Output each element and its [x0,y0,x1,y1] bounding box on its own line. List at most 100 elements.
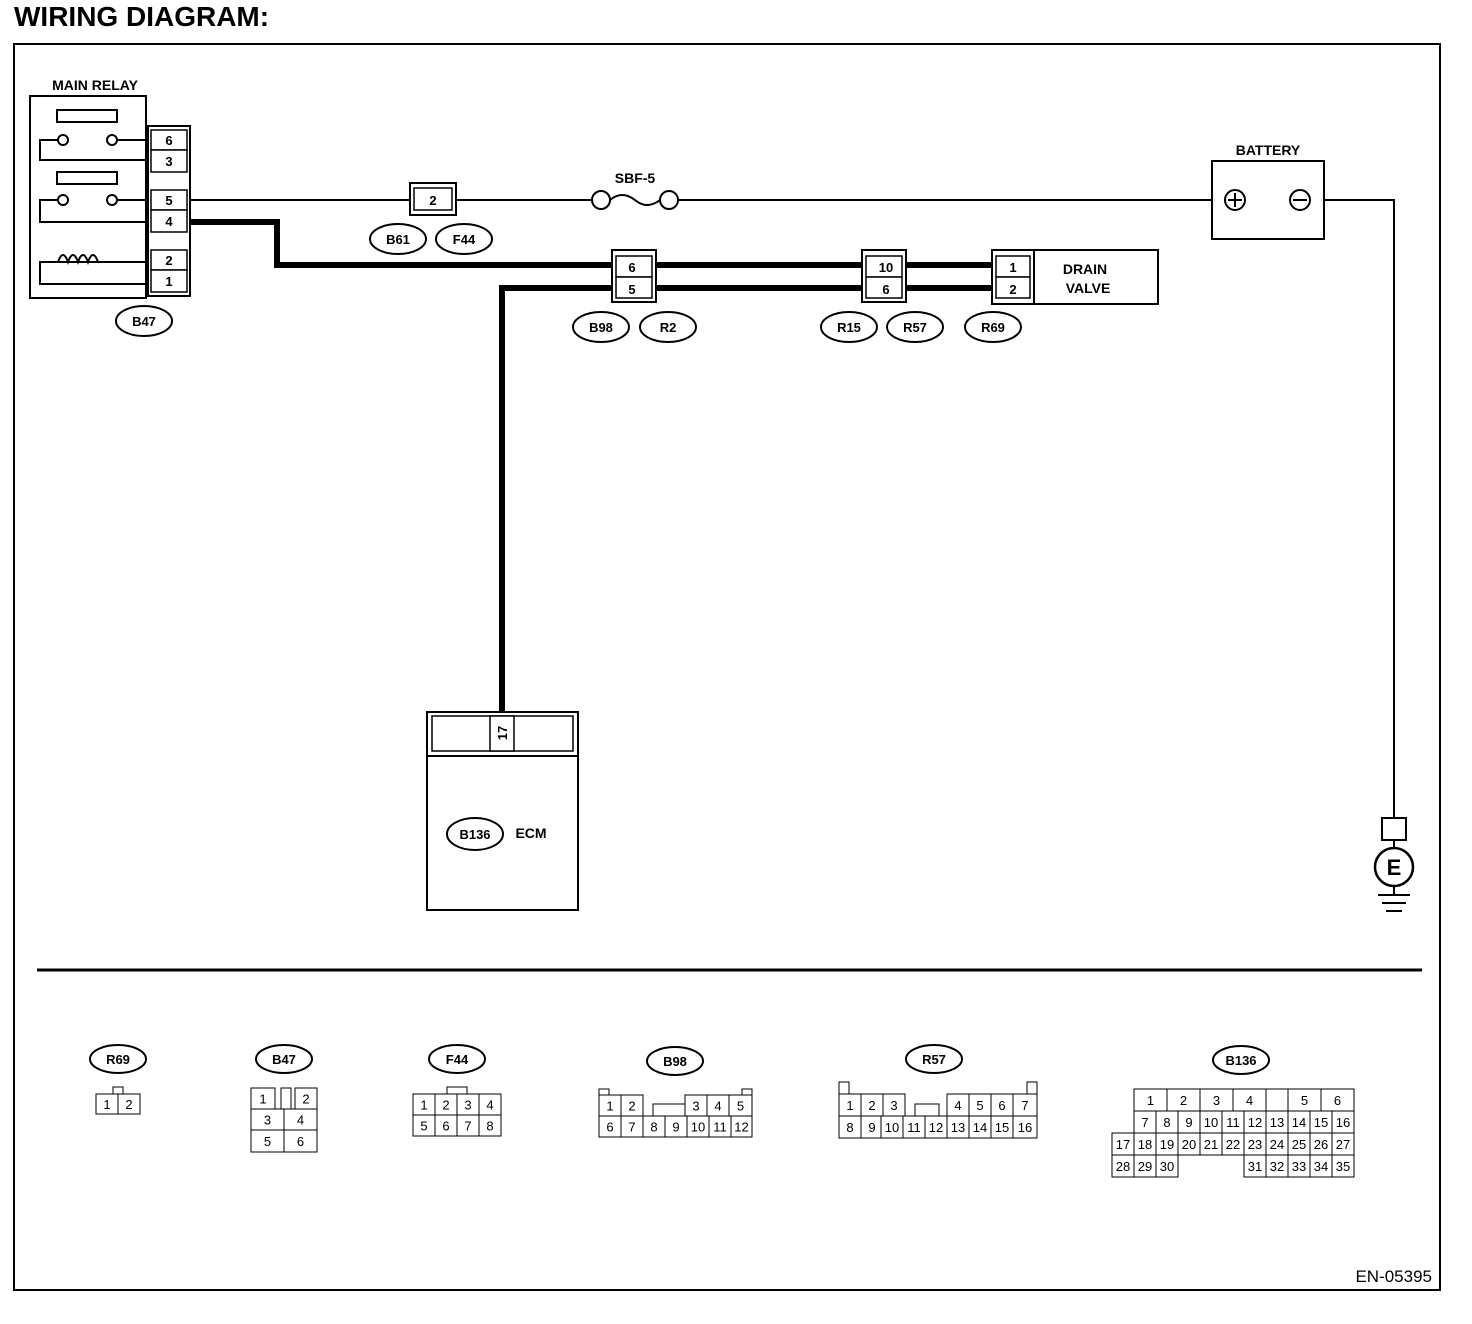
face-pin: 3 [1213,1093,1220,1108]
ground-label: E [1387,855,1402,880]
diagram-frame [13,43,1441,1291]
face-pin: 35 [1336,1159,1350,1174]
face-pin: 27 [1336,1137,1350,1152]
face-pin: 4 [1246,1093,1253,1108]
face-pin: 23 [1248,1137,1262,1152]
document-code: EN-05395 [1355,1267,1432,1286]
wire-ecm-to-drain-valve [499,285,612,712]
face-pin: 9 [868,1120,875,1135]
wire-relay-to-drain-valve [190,219,612,268]
face-pin: 31 [1248,1159,1262,1174]
svg-text:F44: F44 [446,1052,469,1067]
face-pin: 4 [486,1098,493,1113]
relay-pin-1: 1 [165,274,172,289]
face-pin: 12 [1248,1115,1262,1130]
face-pin: 1 [103,1097,110,1112]
face-pin: 14 [1292,1115,1306,1130]
face-pin: 20 [1182,1137,1196,1152]
face-pin: 2 [125,1097,132,1112]
face-pin: 8 [846,1120,853,1135]
drain-valve-label-2: VALVE [1066,280,1111,296]
face-pin: 24 [1270,1137,1284,1152]
face-pin: 6 [1334,1093,1341,1108]
face-pin: 1 [420,1098,427,1113]
face-pin: 8 [1163,1115,1170,1130]
svg-text:B98: B98 [589,320,613,335]
face-pin: 7 [464,1119,471,1134]
face-pin: 7 [1141,1115,1148,1130]
face-pin: 2 [868,1098,875,1113]
face-pin: 9 [672,1120,679,1135]
face-pin: 5 [976,1098,983,1113]
face-pin: 5 [1301,1093,1308,1108]
svg-text:5: 5 [628,282,635,297]
face-pin: 2 [442,1098,449,1113]
face-pin: 8 [486,1119,493,1134]
fuse-label: SBF-5 [615,170,656,186]
battery [1211,160,1325,240]
relay-pin-6: 6 [165,133,172,148]
relay-pin-2: 2 [165,253,172,268]
svg-text:R15: R15 [837,320,861,335]
face-pin: 5 [264,1134,271,1149]
face-pin: 7 [628,1120,635,1135]
face-pin: 29 [1138,1159,1152,1174]
face-pin: 18 [1138,1137,1152,1152]
face-pin: 17 [1116,1137,1130,1152]
drain-valve: 1 2 DRAIN VALVE [991,249,1159,305]
connector-b61-f44: 2 [409,182,457,216]
ecm-pin-17: 17 [495,726,510,740]
face-pin: 32 [1270,1159,1284,1174]
svg-text:B136: B136 [1225,1053,1256,1068]
face-pin: 1 [259,1092,266,1107]
main-relay-label: MAIN RELAY [52,77,138,93]
face-tag-b47: B47 [255,1044,313,1074]
face-pin: 15 [995,1120,1009,1135]
face-pin: 25 [1292,1137,1306,1152]
face-pin: 9 [1185,1115,1192,1130]
face-pin: 30 [1160,1159,1174,1174]
face-pin: 4 [297,1113,304,1128]
face-pin: 13 [951,1120,965,1135]
main-relay-connector: 6 3 5 4 2 1 [147,125,191,297]
face-pin: 2 [628,1099,635,1114]
svg-text:R57: R57 [903,320,927,335]
face-pin: 1 [606,1099,613,1114]
face-tag-b98: B98 [646,1046,704,1076]
face-pin: 15 [1314,1115,1328,1130]
face-tag-r57: R57 [905,1044,963,1074]
connector-tag-b98: B98 [572,311,630,343]
face-pin: 13 [1270,1115,1284,1130]
face-pin: 11 [713,1120,727,1135]
face-pin: 19 [1160,1137,1174,1152]
face-tag-f44: F44 [428,1044,486,1074]
face-pin: 34 [1314,1159,1328,1174]
svg-text:B47: B47 [132,314,156,329]
svg-text:10: 10 [879,260,893,275]
face-pin: 4 [714,1099,721,1114]
connector-tag-r15: R15 [820,311,878,343]
face-pin: 10 [1204,1115,1218,1130]
face-pin: 33 [1292,1159,1306,1174]
drain-valve-pin-1: 1 [1009,260,1016,275]
main-relay [29,95,147,299]
ground-e: E [1373,817,1415,912]
face-pin: 10 [885,1120,899,1135]
face-pin: 3 [464,1098,471,1113]
battery-label: BATTERY [1236,142,1301,158]
face-pin: 5 [420,1119,427,1134]
svg-text:R69: R69 [981,320,1005,335]
face-pin: 10 [691,1120,705,1135]
face-tag-b136: B136 [1212,1045,1270,1075]
diagram-title: WIRING DIAGRAM: [14,1,270,32]
face-pin: 22 [1226,1137,1240,1152]
face-pin: 16 [1336,1115,1350,1130]
relay-pin-3: 3 [165,154,172,169]
face-pin: 3 [890,1098,897,1113]
